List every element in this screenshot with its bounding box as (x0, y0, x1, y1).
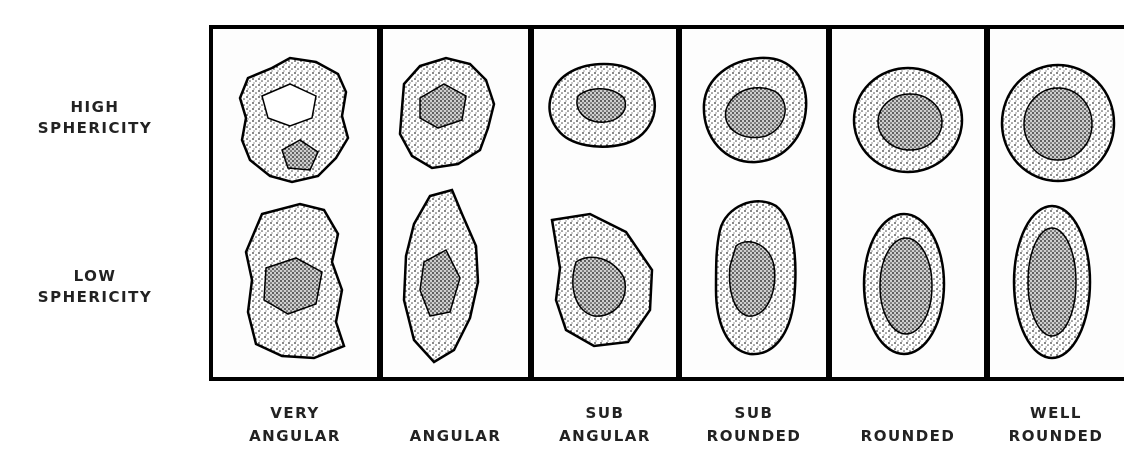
grain-rounded-low-core (880, 238, 932, 334)
col-label-sub-angular: SUB ANGULAR (532, 402, 678, 448)
col-label-line1 (830, 402, 986, 425)
col-label-line1: SUB (532, 402, 678, 425)
col-label-angular: ANGULAR (381, 402, 530, 448)
grain-well-rounded-low-core (1028, 228, 1076, 336)
grain-very-angular-high (240, 58, 348, 182)
col-label-line1 (381, 402, 530, 425)
col-label-line2: ROUNDED (680, 425, 828, 448)
grid-cells (211, 27, 1124, 379)
col-label-rounded: ROUNDED (830, 402, 986, 448)
grain-very-angular-low (246, 204, 344, 358)
col-label-line2: ANGULAR (532, 425, 678, 448)
grain-sub-rounded-high (704, 58, 806, 162)
col-label-line2: ROUNDED (988, 425, 1124, 448)
grain-sub-rounded-low (716, 201, 795, 354)
grain-rounded-high-core (878, 94, 942, 150)
col-label-line2: ANGULAR (211, 425, 379, 448)
col-label-line2: ROUNDED (830, 425, 986, 448)
col-label-sub-rounded: SUB ROUNDED (680, 402, 828, 448)
col-label-line1: SUB (680, 402, 828, 425)
grain-well-rounded-high-core (1024, 88, 1092, 160)
grain-angular-high (400, 58, 494, 168)
grain-sub-angular-high (550, 64, 655, 147)
col-label-line2: ANGULAR (381, 425, 530, 448)
col-label-well-rounded: WELL ROUNDED (988, 402, 1124, 448)
col-label-line1: VERY (211, 402, 379, 425)
col-label-line1: WELL (988, 402, 1124, 425)
col-label-very-angular: VERY ANGULAR (211, 402, 379, 448)
